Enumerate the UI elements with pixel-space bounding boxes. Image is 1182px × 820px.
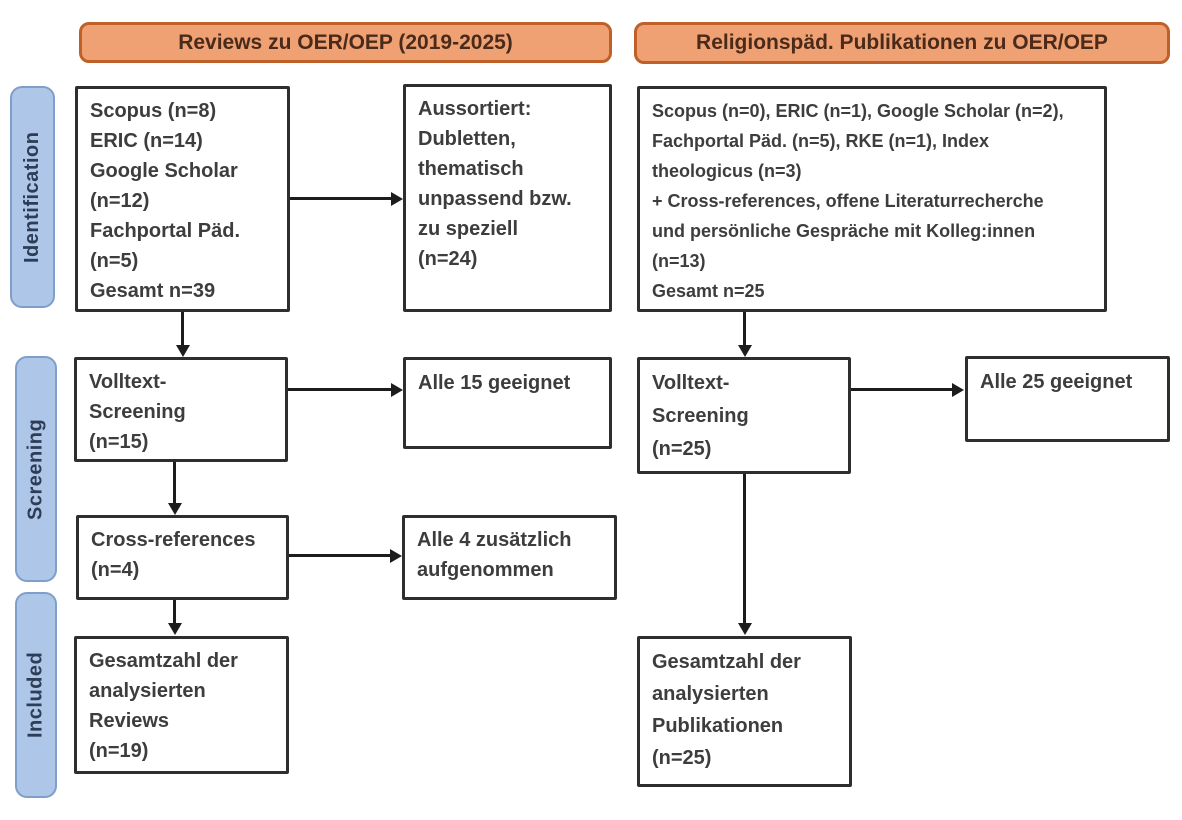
- box-text-line: Fachportal Päd. (n=5), RKE (n=1), Index: [652, 131, 990, 151]
- box-text-line: Publikationen: [652, 715, 784, 737]
- box-text-line: Scopus (n=0), ERIC (n=1), Google Scholar…: [652, 101, 1064, 121]
- node-left-cross-references-result: Alle 4 zusätzlich aufgenommen: [402, 515, 617, 600]
- node-left-excluded: Aussortiert: Dubletten, thematisch unpassen…: [403, 84, 612, 312]
- box-text-line: Volltext-: [89, 371, 167, 393]
- box-text-line: (n=12): [90, 190, 150, 212]
- box-text-line: (n=4): [91, 559, 140, 581]
- box-text-line: ERIC (n=14): [90, 130, 203, 152]
- box-text-line: Gesamt n=39: [90, 280, 216, 302]
- box-text-line: (n=24): [418, 248, 478, 270]
- header-left-banner: Reviews zu OER/OEP (2019-2025): [79, 22, 612, 63]
- arrow-right-fulltext-down: [737, 474, 752, 635]
- node-right-fulltext-result: Alle 25 geeignet: [965, 356, 1170, 442]
- stage-label-included: Included: [15, 592, 57, 798]
- box-text-line: thematisch: [418, 158, 524, 180]
- node-right-sources: Scopus (n=0), ERIC (n=1), Google Scholar…: [637, 86, 1107, 312]
- box-text-line: aufgenommen: [417, 559, 554, 581]
- arrow-left-crossref-to-result: [289, 548, 402, 563]
- box-text-line: Screening: [652, 405, 749, 427]
- box-text-line: theologicus (n=3): [652, 161, 802, 181]
- box-text-line: Gesamtzahl der: [652, 651, 801, 673]
- box-text-line: und persönliche Gespräche mit Kolleg:inn…: [652, 221, 1036, 241]
- box-text-line: Alle 4 zusätzlich: [417, 529, 572, 551]
- box-text-line: (n=5): [90, 250, 139, 272]
- arrow-right-fulltext-to-result: [851, 382, 964, 397]
- box-text-line: Google Scholar: [90, 160, 238, 182]
- node-left-fulltext-screening: Volltext- Screening (n=15): [74, 357, 288, 462]
- box-text-line: + Cross-references, offene Literaturrech…: [652, 191, 1044, 211]
- box-text-line: (n=13): [652, 251, 706, 271]
- box-text-line: Gesamtzahl der: [89, 650, 238, 672]
- box-text-line: Gesamt n=25: [652, 281, 765, 301]
- box-text-line: Aussortiert:: [418, 98, 532, 120]
- arrow-left-fulltext-to-result: [288, 382, 403, 397]
- box-text-line: (n=19): [89, 740, 149, 762]
- box-text-line: Volltext-: [652, 372, 730, 394]
- box-text-line: Fachportal Päd.: [90, 220, 241, 242]
- box-text-line: Cross-references: [91, 529, 256, 551]
- arrow-left-fulltext-down: [167, 462, 182, 515]
- box-text-line: Dubletten,: [418, 128, 516, 150]
- header-right-banner: Religionspäd. Publikationen zu OER/OEP: [634, 22, 1170, 64]
- box-text-line: (n=15): [89, 431, 149, 453]
- box-text-line: analysierten: [652, 683, 769, 705]
- arrow-right-sources-down: [737, 312, 752, 357]
- box-text-line: Alle 15 geeignet: [418, 372, 571, 394]
- box-text-line: zu speziell: [418, 218, 519, 240]
- box-text-line: Alle 25 geeignet: [980, 371, 1133, 393]
- node-left-sources: Scopus (n=8) ERIC (n=14) Google Scholar (n=…: [75, 86, 290, 312]
- box-text-line: analysierten: [89, 680, 206, 702]
- node-right-fulltext-screening: Volltext- Screening (n=25): [637, 357, 851, 474]
- arrow-left-sources-down: [175, 312, 190, 357]
- box-text-line: Screening: [89, 401, 186, 423]
- node-left-cross-references: Cross-references (n=4): [76, 515, 289, 600]
- arrow-left-crossref-down: [167, 600, 182, 635]
- box-text-line: Reviews: [89, 710, 170, 732]
- stage-label-screening: Screening: [15, 356, 57, 582]
- box-text-line: unpassend bzw.: [418, 188, 572, 210]
- stage-label-identification: Identification: [10, 86, 55, 308]
- node-left-fulltext-result: Alle 15 geeignet: [403, 357, 612, 449]
- box-text-line: Scopus (n=8): [90, 100, 217, 122]
- box-text-line: (n=25): [652, 747, 712, 769]
- arrow-left-sources-to-excluded: [290, 191, 403, 206]
- box-text-line: (n=25): [652, 438, 712, 460]
